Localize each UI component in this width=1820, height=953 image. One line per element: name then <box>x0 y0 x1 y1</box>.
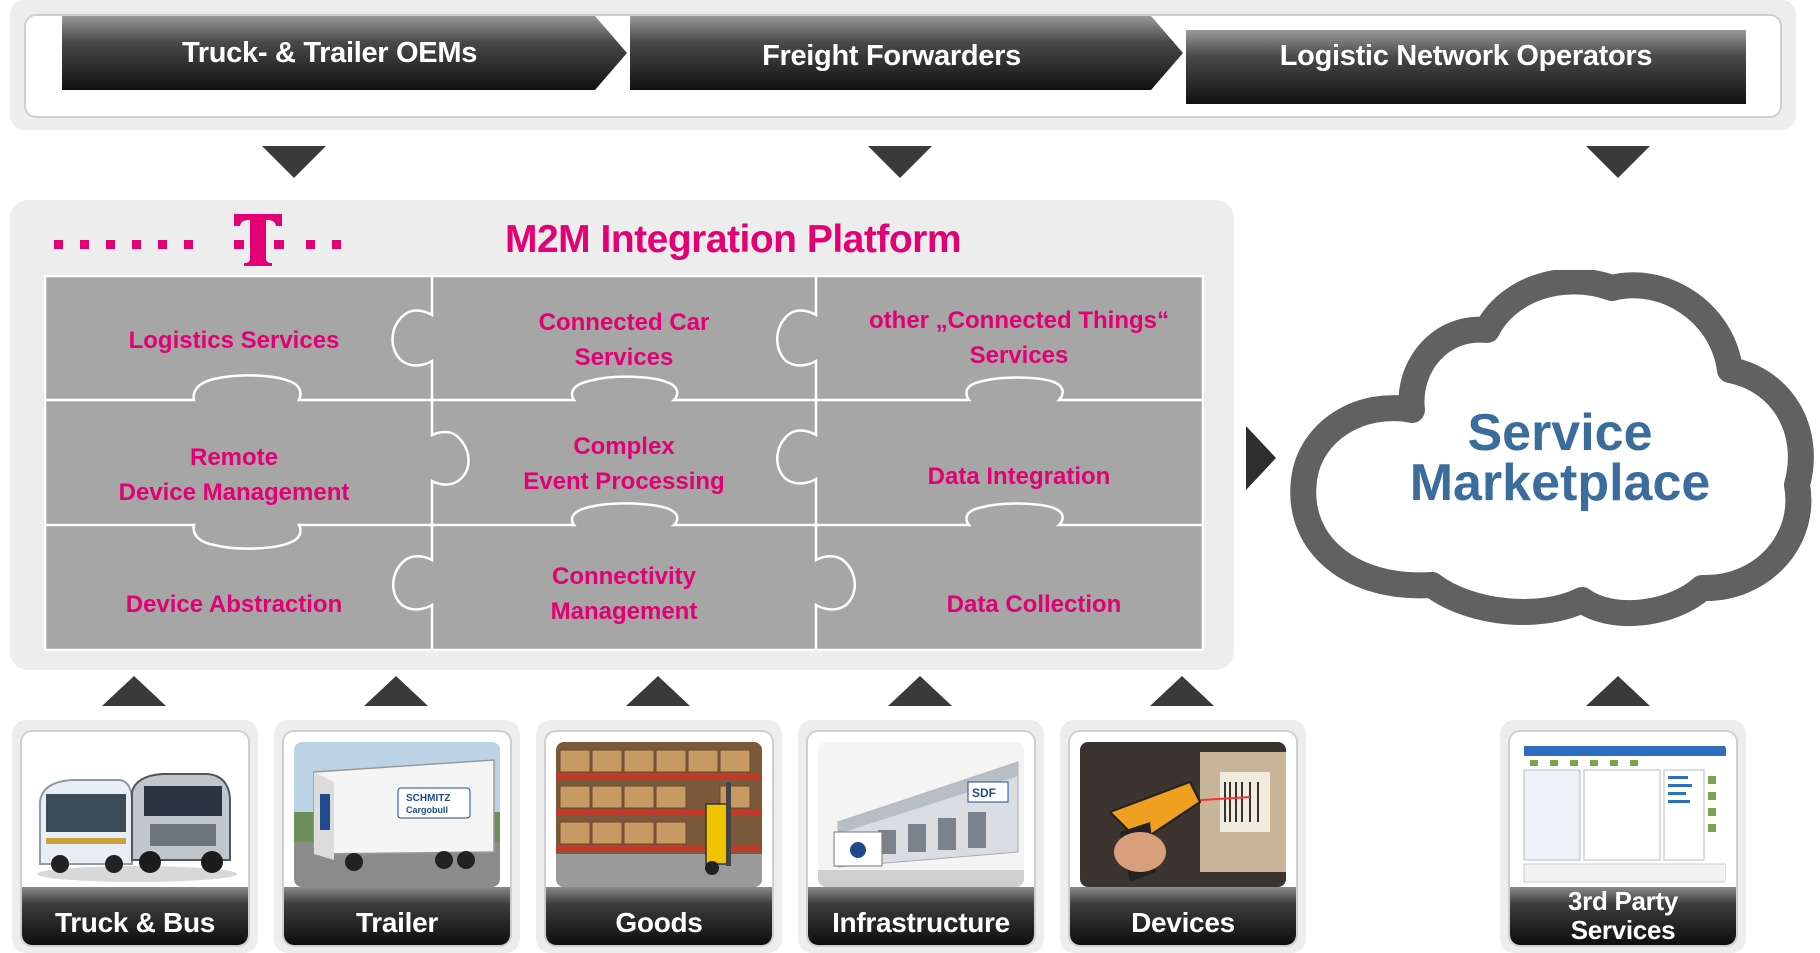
card-frame: SCHMITZ Cargobull Trailer <box>282 730 512 947</box>
piece-connected-car-services: Connected Car Services <box>464 305 784 375</box>
stakeholder-freight-forwarders: Freight Forwarders <box>630 16 1183 90</box>
up-arrow-icon <box>364 676 428 706</box>
piece-data-collection: Data Collection <box>884 587 1184 622</box>
piece-data-integration: Data Integration <box>854 459 1184 494</box>
source-card-trailer: SCHMITZ Cargobull Trailer <box>274 720 520 953</box>
piece-label-line: Remote <box>189 444 279 471</box>
trailer-model-text: Cargobull <box>406 805 448 815</box>
truck-bus-photo <box>32 742 238 887</box>
source-card-third-party: 3rd Party Services <box>1500 720 1746 953</box>
stakeholder-label: Truck- & Trailer OEMs <box>181 36 478 69</box>
card-frame: 3rd Party Services <box>1508 730 1738 947</box>
down-arrow-icon <box>1586 146 1650 178</box>
piece-label-line: Management <box>550 598 698 625</box>
source-label: Truck & Bus <box>22 887 248 945</box>
marketplace-line: Marketplace <box>1409 454 1711 512</box>
card-frame: Devices <box>1068 730 1298 947</box>
source-card-infrastructure: SDF Infrastructure <box>798 720 1044 953</box>
third-party-label-line: 3rd Party <box>1567 886 1679 916</box>
card-frame: Truck & Bus <box>20 730 250 947</box>
up-arrow-icon <box>1586 676 1650 706</box>
trailer-photo: SCHMITZ Cargobull <box>294 742 500 887</box>
piece-label-line: Services <box>574 344 674 371</box>
third-party-label-line: Services <box>1570 915 1676 945</box>
up-arrow-icon <box>626 676 690 706</box>
down-arrow-icon <box>262 146 326 178</box>
piece-label-line: Event Processing <box>523 468 725 495</box>
logistics-center-photo: SDF <box>818 742 1024 887</box>
source-card-devices: Devices <box>1060 720 1306 953</box>
piece-label-line: other „Connected Things“ <box>869 307 1169 334</box>
software-screenshot <box>1520 742 1726 887</box>
piece-device-abstraction: Device Abstraction <box>84 587 384 622</box>
barcode-scanner-photo <box>1080 742 1286 887</box>
piece-label-line: Services <box>969 342 1069 369</box>
trailer-brand-text: SCHMITZ <box>406 793 450 804</box>
piece-logistics-services: Logistics Services <box>84 323 384 358</box>
card-frame: Goods <box>544 730 774 947</box>
warehouse-photo <box>556 742 762 887</box>
source-label: Infrastructure <box>808 887 1034 945</box>
building-sign-text: SDF <box>972 786 996 800</box>
platform-title: M2M Integration Platform <box>505 218 962 261</box>
telekom-logo-icon <box>54 214 341 266</box>
marketplace-line: Service <box>1467 404 1653 462</box>
up-arrow-icon <box>102 676 166 706</box>
piece-label-line: Connected Car <box>538 309 710 336</box>
piece-label-line: Data Collection <box>946 591 1122 618</box>
stakeholder-label: Logistic Network Operators <box>1279 39 1653 72</box>
piece-label-line: Device Abstraction <box>125 591 343 618</box>
stakeholder-label: Freight Forwarders <box>762 39 1021 72</box>
source-card-goods: Goods <box>536 720 782 953</box>
puzzle-lines <box>44 275 1204 651</box>
piece-label-line: Connectivity <box>551 563 697 590</box>
source-label: Devices <box>1070 887 1296 945</box>
third-party-label: 3rd Party Services <box>1510 887 1736 945</box>
up-arrow-icon <box>888 676 952 706</box>
source-card-truck-bus: Truck & Bus <box>12 720 258 953</box>
source-label: Goods <box>546 887 772 945</box>
puzzle-grid: Logistics Services Connected Car Service… <box>44 275 1204 651</box>
piece-remote-device-management: Remote Device Management <box>84 440 384 510</box>
piece-label-line: Data Integration <box>927 463 1111 490</box>
stakeholder-truck-trailer-oems: Truck- & Trailer OEMs <box>62 16 627 90</box>
piece-label-line: Complex <box>573 433 675 460</box>
down-arrow-icon <box>868 146 932 178</box>
piece-other-connected-things-services: other „Connected Things“ Services <box>854 303 1184 373</box>
stakeholder-logistic-network-operators: Logistic Network Operators <box>1186 30 1746 104</box>
card-frame: SDF Infrastructure <box>806 730 1036 947</box>
piece-complex-event-processing: Complex Event Processing <box>464 429 784 499</box>
cloud-icon <box>1290 270 1814 627</box>
piece-label-line: Logistics Services <box>128 327 340 354</box>
service-marketplace-label: Service Marketplace <box>1395 404 1725 512</box>
piece-connectivity-management: Connectivity Management <box>464 559 784 629</box>
up-arrow-icon <box>1150 676 1214 706</box>
source-label: Trailer <box>284 887 510 945</box>
piece-label-line: Device Management <box>118 479 350 506</box>
right-arrow-icon <box>1246 426 1276 490</box>
